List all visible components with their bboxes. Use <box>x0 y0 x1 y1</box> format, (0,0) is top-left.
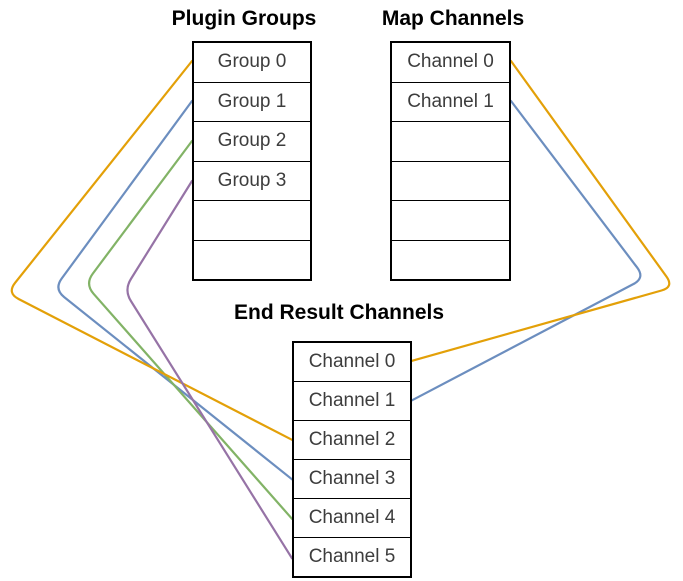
connection-line-map-channels-row0-to-end-result-channels-row0 <box>410 59 671 362</box>
table-row: Group 1 <box>194 81 310 122</box>
table-row: Channel 4 <box>294 498 410 537</box>
table-row <box>392 160 509 201</box>
connection-line-map-channels-row1-to-end-result-channels-row1 <box>410 99 642 402</box>
table-row: Channel 1 <box>392 81 509 122</box>
table-row <box>392 239 509 280</box>
plugin-groups-title: Plugin Groups <box>171 7 317 30</box>
table-row: Channel 0 <box>308 351 396 372</box>
table-row: Group 3 <box>194 160 310 201</box>
table-row <box>194 200 310 240</box>
connection-line-plugin-groups-row2-to-end-result-channels-row4 <box>88 139 294 520</box>
map-channels-title: Map Channels <box>381 7 525 30</box>
map-channels-table: Channel 0 Channel 1 <box>390 41 511 281</box>
table-row: Group 2 <box>194 121 310 161</box>
table-row <box>392 200 509 240</box>
table-row: Channel 2 <box>294 420 410 459</box>
table-row: Group 0 <box>217 51 287 73</box>
table-row <box>392 121 509 161</box>
table-row: Channel 5 <box>294 537 410 576</box>
table-row: Channel 3 <box>294 459 410 498</box>
table-row <box>194 239 310 280</box>
connection-line-plugin-groups-row0-to-end-result-channels-row2 <box>10 59 294 441</box>
end-result-channels-title: End Result Channels <box>233 301 445 324</box>
table-row: Channel 0 <box>407 51 494 73</box>
table-row: Channel 1 <box>294 381 410 420</box>
connection-line-plugin-groups-row1-to-end-result-channels-row3 <box>57 99 294 481</box>
connection-line-plugin-groups-row3-to-end-result-channels-row5 <box>126 179 294 560</box>
